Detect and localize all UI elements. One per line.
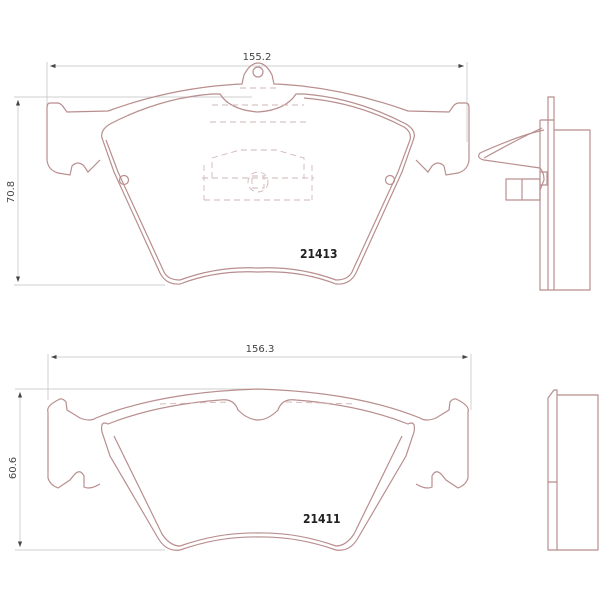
friction-pad-outline: [101, 399, 415, 551]
pad-21411-front-view: 156.3 60.6 21411: [8, 344, 472, 551]
friction-pad-outline: [101, 93, 415, 285]
part-number-label: 21413: [300, 247, 338, 261]
width-dimension-label: 155.2: [243, 52, 272, 63]
spring-clip: [478, 129, 545, 191]
pad-21411-side-view: [547, 389, 599, 551]
pad-hole-left: [118, 174, 130, 186]
sensor-tab: [505, 178, 523, 201]
backing-plate-outline: [46, 62, 470, 176]
height-dimension-label: 70.8: [6, 181, 17, 203]
backing-plate-outline: [47, 388, 469, 489]
width-dimension-label: 156.3: [246, 344, 275, 355]
sensor-hole: [252, 66, 264, 78]
pad-hole-right: [384, 174, 396, 186]
wear-clip-hidden: [202, 87, 314, 201]
pad-21413-front-view: 155.2 70.8 21413: [6, 52, 470, 286]
pad-21413-side-view: [478, 96, 591, 291]
height-dimension-label: 60.6: [8, 457, 19, 479]
part-number-label: 21411: [303, 512, 341, 526]
